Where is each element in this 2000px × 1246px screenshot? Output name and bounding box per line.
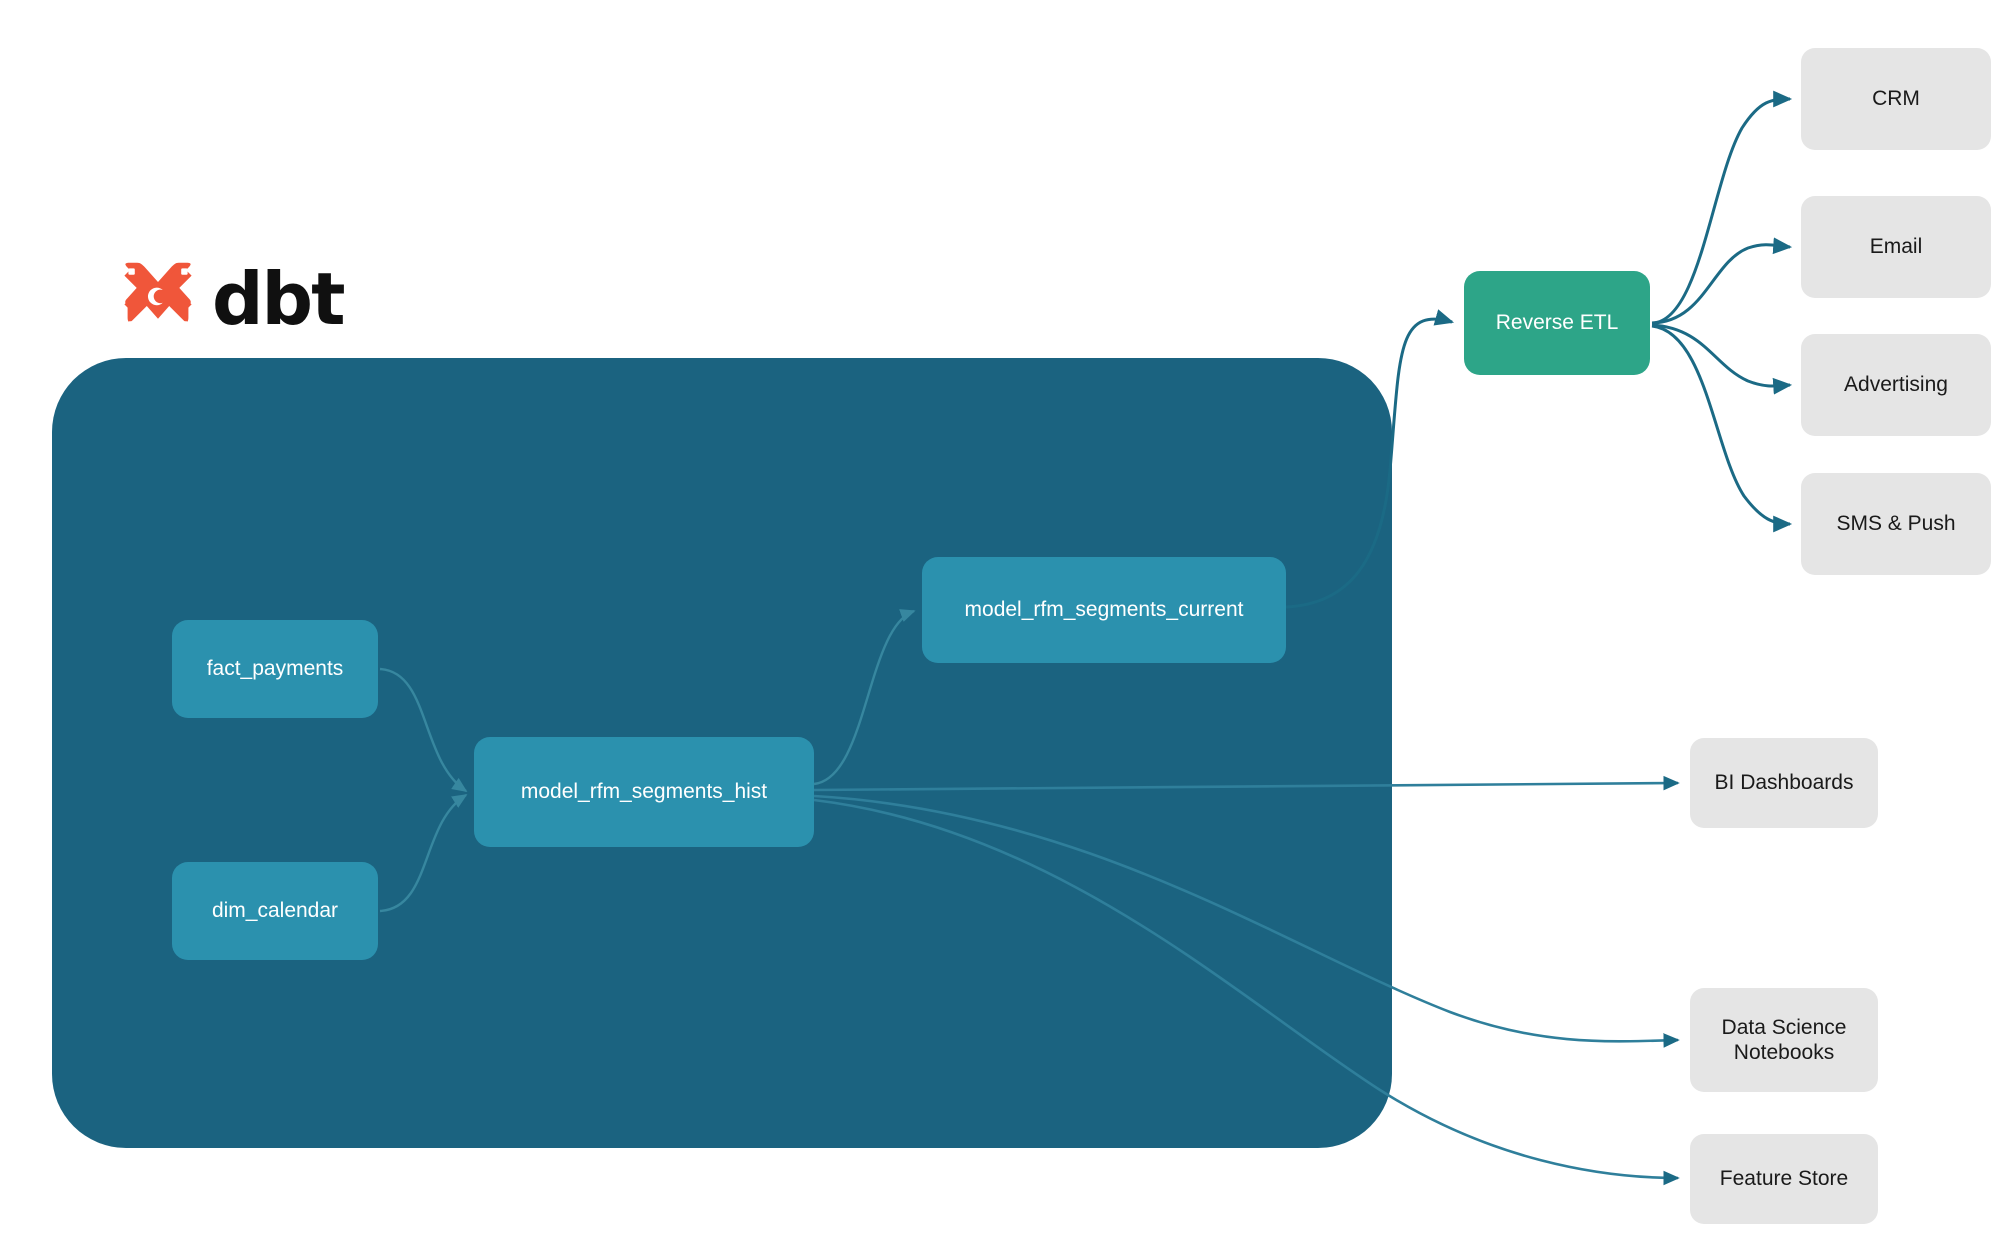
destination-label: CRM xyxy=(1872,87,1920,111)
dbt-logo: dbt xyxy=(118,257,345,341)
edge-reverse-etl-to-email xyxy=(1651,237,1793,325)
edge-dim-calendar-to-hist xyxy=(379,793,468,913)
edge-reverse-etl-to-crm xyxy=(1651,90,1793,325)
edge-reverse-etl-to-sms-push xyxy=(1651,324,1793,533)
edge-hist-to-bi-dashboards xyxy=(813,775,1680,792)
destination-label: SMS & Push xyxy=(1836,512,1956,536)
destination-node-sms-push[interactable]: SMS & Push xyxy=(1801,473,1991,575)
destination-node-advertising[interactable]: Advertising xyxy=(1801,334,1991,436)
destination-label: Advertising xyxy=(1844,373,1948,397)
model-node-fact-payments[interactable]: fact_payments xyxy=(172,620,378,718)
reverse-etl-label: Reverse ETL xyxy=(1495,311,1619,335)
destination-node-crm[interactable]: CRM xyxy=(1801,48,1991,150)
model-node-model-rfm-segments-current[interactable]: model_rfm_segments_current xyxy=(922,557,1286,663)
dbt-wordmark: dbt xyxy=(212,257,345,341)
destination-label: BI Dashboards xyxy=(1714,771,1854,795)
edge-hist-to-ds-notebooks xyxy=(813,794,1680,1048)
edge-reverse-etl-to-advertising xyxy=(1651,323,1793,395)
edge-hist-to-current xyxy=(813,609,916,786)
destination-node-feature-store[interactable]: Feature Store xyxy=(1690,1134,1878,1224)
dbt-x-mark-icon xyxy=(124,262,192,328)
reverse-etl-node[interactable]: Reverse ETL xyxy=(1464,271,1650,375)
model-node-label: model_rfm_segments_current xyxy=(964,598,1244,622)
destination-label: Feature Store xyxy=(1719,1167,1849,1191)
model-node-model-rfm-segments-hist[interactable]: model_rfm_segments_hist xyxy=(474,737,814,847)
model-node-label: fact_payments xyxy=(206,657,344,681)
destination-label: Email xyxy=(1869,235,1923,259)
model-node-label: dim_calendar xyxy=(211,899,339,923)
edge-fact-payments-to-hist xyxy=(379,667,468,792)
model-node-label: model_rfm_segments_hist xyxy=(520,780,768,804)
destination-node-email[interactable]: Email xyxy=(1801,196,1991,298)
edge-hist-to-feature-store xyxy=(813,798,1680,1186)
destination-node-bi-dashboards[interactable]: BI Dashboards xyxy=(1690,738,1878,828)
edge-current-to-reverse-etl xyxy=(1285,309,1455,609)
model-node-dim-calendar[interactable]: dim_calendar xyxy=(172,862,378,960)
